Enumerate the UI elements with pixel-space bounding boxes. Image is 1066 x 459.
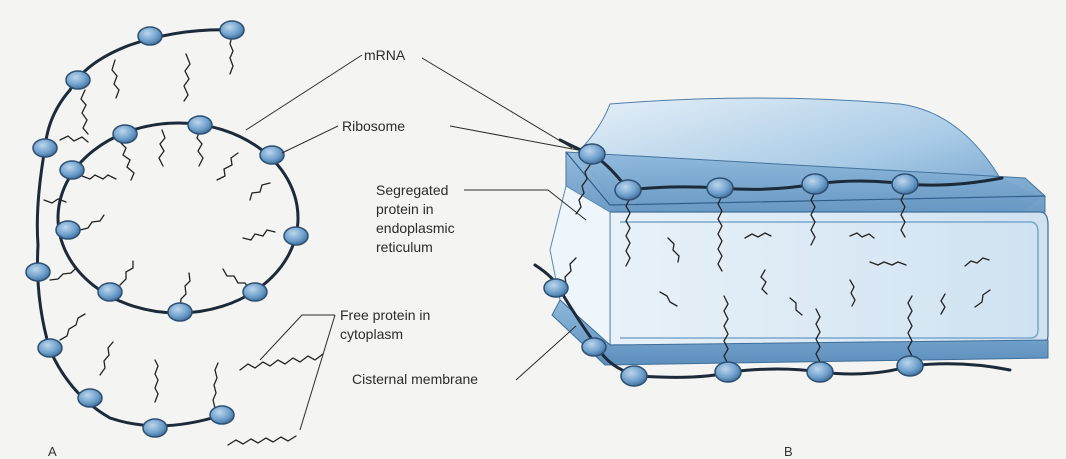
ribosome bbox=[892, 174, 918, 194]
er-lumen bbox=[610, 212, 1048, 345]
ribosome bbox=[56, 221, 80, 239]
ribosome bbox=[707, 178, 733, 198]
ribosome bbox=[802, 174, 828, 194]
ribosome bbox=[243, 283, 267, 301]
label-segregated-line: Segregated bbox=[376, 182, 448, 198]
leader-free-protein-b bbox=[300, 315, 335, 430]
protein-chain bbox=[197, 130, 203, 166]
label-cisternal-membrane: Cisternal membrane bbox=[352, 371, 478, 387]
protein-chain bbox=[120, 142, 134, 180]
free-protein-chain bbox=[228, 436, 296, 445]
label-mrna: mRNA bbox=[364, 47, 406, 63]
protein-chain bbox=[217, 153, 238, 180]
protein-chain bbox=[44, 199, 66, 203]
label-free-protein-line: Free protein in bbox=[340, 307, 430, 323]
ribosome bbox=[544, 279, 568, 297]
ribosome bbox=[621, 366, 647, 386]
ribosome bbox=[615, 180, 641, 200]
ribosome bbox=[66, 71, 90, 89]
ribosome bbox=[260, 146, 284, 164]
ribosome bbox=[220, 21, 244, 39]
ribosome bbox=[98, 283, 122, 301]
protein-chain bbox=[159, 130, 165, 166]
ribosome bbox=[60, 161, 84, 179]
protein-chain bbox=[112, 60, 119, 98]
protein-chain bbox=[213, 363, 218, 408]
protein-chain bbox=[60, 136, 88, 142]
label-free-protein: Free protein in cytoplasm bbox=[340, 307, 430, 342]
ribosome bbox=[78, 389, 102, 407]
protein-chain bbox=[100, 342, 113, 375]
ribosome bbox=[579, 144, 605, 164]
leader-ribosome-b bbox=[450, 126, 578, 150]
label-segregated-line: endoplasmic bbox=[376, 220, 455, 236]
er-cisterna bbox=[550, 98, 1048, 365]
protein-chain bbox=[50, 268, 76, 280]
ribosome bbox=[26, 263, 50, 281]
label-segregated: Segregated protein in endoplasmic reticu… bbox=[376, 182, 455, 255]
free-protein-chain bbox=[240, 354, 323, 370]
protein-chain bbox=[82, 175, 116, 179]
label-segregated-line: reticulum bbox=[376, 239, 433, 255]
protein-chain bbox=[81, 90, 88, 134]
ribosome bbox=[897, 356, 923, 376]
ribosome bbox=[113, 125, 137, 143]
protein-chain bbox=[243, 230, 275, 240]
protein-chain bbox=[250, 183, 270, 200]
protein-chain bbox=[230, 36, 233, 74]
label-free-protein-line: cytoplasm bbox=[340, 326, 403, 342]
ribosome bbox=[188, 116, 212, 134]
leader-cisternal bbox=[516, 326, 576, 380]
ribosome bbox=[210, 406, 234, 424]
ribosome bbox=[715, 362, 741, 382]
panel-label-b: B bbox=[784, 444, 793, 459]
ribosome bbox=[38, 339, 62, 357]
ribosome bbox=[284, 227, 308, 245]
ribosome bbox=[582, 338, 606, 356]
ribosome bbox=[138, 27, 162, 45]
label-segregated-line: protein in bbox=[376, 201, 434, 217]
ribosome bbox=[33, 139, 57, 157]
protein-chain bbox=[60, 314, 85, 340]
protein-chain bbox=[120, 261, 133, 285]
label-ribosome: Ribosome bbox=[342, 118, 405, 134]
panel-label-a: A bbox=[48, 444, 57, 459]
protein-chain bbox=[80, 215, 104, 230]
ribosome bbox=[807, 362, 833, 382]
protein-chain bbox=[184, 54, 190, 101]
leader-ribosome-a bbox=[282, 126, 338, 153]
protein-chain bbox=[155, 360, 158, 402]
ribosome bbox=[168, 303, 192, 321]
ribosome bbox=[143, 419, 167, 437]
